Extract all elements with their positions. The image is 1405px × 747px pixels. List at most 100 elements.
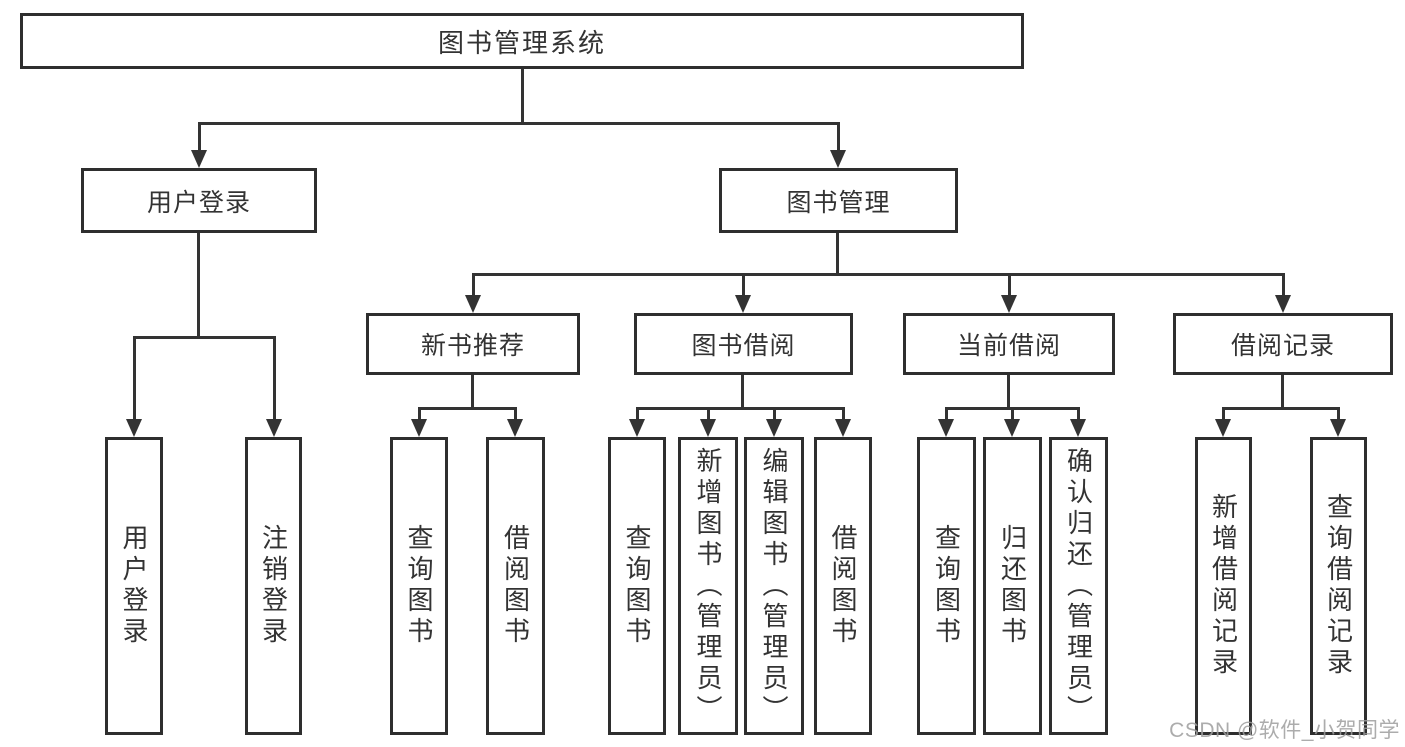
- arrow-head: [1330, 419, 1346, 437]
- arrow-to-borrow-records: [1275, 273, 1291, 313]
- node-book-borrow: 图书借阅: [634, 313, 853, 375]
- arrow-head: [465, 295, 481, 313]
- arrow-head: [700, 419, 716, 437]
- leaf-label: 查询图书: [404, 524, 434, 648]
- node-label: 图书管理系统: [437, 27, 606, 58]
- arrow-to-book-borrow: [735, 273, 751, 313]
- leaf-confirm-return-admin: 确认归还（管理员）: [1049, 437, 1108, 735]
- connector-new-book-hline: [418, 407, 516, 410]
- arrow-head: [1215, 419, 1231, 437]
- arrow-to-new-book-recommend: [465, 273, 481, 313]
- leaf-label: 编辑图书（管理员）: [759, 446, 789, 726]
- arrow-head: [1275, 295, 1291, 313]
- node-label: 新书推荐: [420, 332, 525, 360]
- arrow-stem: [1010, 407, 1014, 421]
- leaf-label: 新增图书（管理员）: [693, 446, 723, 726]
- arrow-head: [266, 419, 282, 437]
- arrow-to-leaf: [766, 407, 782, 437]
- arrow-stem: [706, 407, 710, 421]
- arrow-head: [835, 419, 851, 437]
- arrow-head: [629, 419, 645, 437]
- connector-root-trunk: [521, 69, 524, 122]
- leaf-label: 查询图书: [931, 524, 962, 648]
- arrow-stem: [1076, 407, 1080, 421]
- leaf-label: 借阅图书: [500, 524, 531, 648]
- arrow-stem: [272, 336, 276, 421]
- node-label: 借阅记录: [1230, 332, 1335, 360]
- connector-book-borrow-trunk: [741, 375, 744, 407]
- arrow-head: [191, 150, 207, 168]
- leaf-return-book: 归还图书: [983, 437, 1042, 735]
- node-label: 当前借阅: [956, 332, 1061, 360]
- arrow-to-leaf: [507, 407, 523, 437]
- connector-current-borrow-trunk: [1007, 375, 1010, 407]
- node-label: 图书借阅: [691, 332, 796, 360]
- node-new-book-recommend: 新书推荐: [366, 313, 580, 375]
- arrow-head: [126, 419, 142, 437]
- connector-user-login-hline: [133, 336, 275, 339]
- arrow-to-leaf: [700, 407, 716, 437]
- leaf-query-books-current: 查询图书: [917, 437, 976, 735]
- leaf-query-borrow-record: 查询借阅记录: [1310, 437, 1367, 735]
- connector-book-borrow-hline: [636, 407, 844, 410]
- leaf-borrow-books-recommend: 借阅图书: [486, 437, 545, 735]
- leaf-edit-book-admin: 编辑图书（管理员）: [744, 437, 804, 735]
- arrow-stem: [197, 122, 201, 152]
- connector-new-book-trunk: [471, 375, 474, 407]
- connector-user-login-trunk: [197, 233, 200, 336]
- leaf-query-books-recommend: 查询图书: [390, 437, 448, 735]
- arrow-to-user-login: [191, 122, 207, 168]
- leaf-label: 借阅图书: [828, 524, 858, 648]
- arrow-stem: [772, 407, 776, 421]
- arrow-to-leaf-logout: [266, 336, 282, 437]
- arrow-stem: [471, 273, 475, 297]
- leaf-borrow-books: 借阅图书: [814, 437, 872, 735]
- arrow-head: [735, 295, 751, 313]
- arrow-to-leaf: [835, 407, 851, 437]
- arrow-stem: [513, 407, 517, 421]
- arrow-stem: [1007, 273, 1011, 297]
- leaf-user-login: 用户登录: [105, 437, 163, 735]
- arrow-head: [507, 419, 523, 437]
- node-library-system: 图书管理系统: [20, 13, 1024, 69]
- connector-level3-hline: [472, 273, 1284, 276]
- arrow-to-leaf: [1330, 407, 1346, 437]
- arrow-head: [766, 419, 782, 437]
- node-label: 用户登录: [146, 188, 251, 217]
- arrow-to-current-borrow: [1001, 273, 1017, 313]
- arrow-head: [938, 419, 954, 437]
- node-current-borrow: 当前借阅: [903, 313, 1115, 375]
- leaf-label: 归还图书: [997, 524, 1028, 648]
- leaf-label: 新增借阅记录: [1208, 493, 1239, 679]
- arrow-head: [830, 150, 846, 168]
- arrow-head: [1001, 295, 1017, 313]
- arrow-to-leaf: [1070, 407, 1086, 437]
- leaf-query-books-borrow: 查询图书: [608, 437, 666, 735]
- csdn-watermark: CSDN @软件_小贺同学: [1169, 719, 1400, 742]
- arrow-to-leaf: [629, 407, 645, 437]
- node-user-login: 用户登录: [81, 168, 317, 233]
- arrow-stem: [417, 407, 421, 421]
- arrow-stem: [836, 122, 840, 152]
- arrow-to-leaf: [411, 407, 427, 437]
- node-label: 图书管理: [786, 188, 891, 217]
- leaf-logout: 注销登录: [245, 437, 302, 735]
- connector-borrow-records-hline: [1222, 407, 1339, 410]
- arrow-to-leaf: [1004, 407, 1020, 437]
- arrow-stem: [1281, 273, 1285, 297]
- arrow-to-leaf: [938, 407, 954, 437]
- arrow-stem: [741, 273, 745, 297]
- node-book-management: 图书管理: [719, 168, 958, 233]
- leaf-label: 确认归还（管理员）: [1063, 446, 1094, 726]
- arrow-stem: [1221, 407, 1225, 421]
- arrow-head: [1070, 419, 1086, 437]
- leaf-add-book-admin: 新增图书（管理员）: [678, 437, 738, 735]
- leaf-add-borrow-record: 新增借阅记录: [1195, 437, 1252, 735]
- arrow-to-book-management: [830, 122, 846, 168]
- arrow-stem: [841, 407, 845, 421]
- arrow-to-leaf: [1215, 407, 1231, 437]
- arrow-stem: [1336, 407, 1340, 421]
- node-borrow-records: 借阅记录: [1173, 313, 1393, 375]
- arrow-to-leaf-user-login: [126, 336, 142, 437]
